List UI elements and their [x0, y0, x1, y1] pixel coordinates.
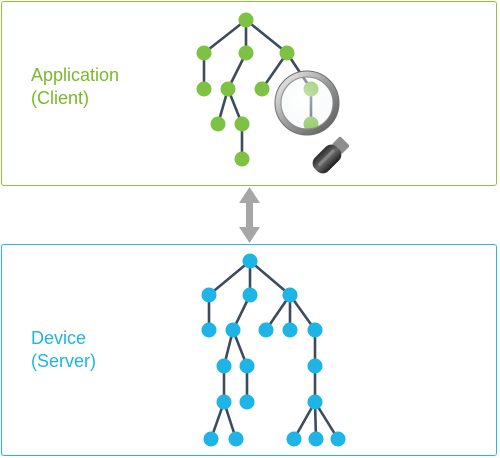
server-label: Device (Server): [31, 327, 96, 373]
server-node: [239, 394, 255, 410]
server-node: [286, 431, 302, 447]
client-node: [234, 116, 250, 132]
client-node: [238, 12, 254, 28]
server-node: [330, 431, 346, 447]
server-node: [282, 322, 298, 338]
server-node: [307, 358, 323, 374]
client-node: [210, 116, 226, 132]
server-node: [216, 358, 232, 374]
client-node: [234, 151, 250, 167]
server-tree-edges: [207, 259, 340, 441]
server-tree: [201, 253, 346, 447]
server-node: [242, 287, 258, 303]
server-node: [228, 431, 244, 447]
server-node: [258, 322, 274, 338]
server-node: [201, 322, 217, 338]
server-node: [308, 431, 324, 447]
server-node: [225, 322, 241, 338]
client-node: [196, 81, 212, 97]
server-node: [282, 287, 298, 303]
server-node: [201, 287, 217, 303]
server-node: [307, 394, 323, 410]
server-tree-nodes: [201, 253, 346, 447]
client-panel: Application (Client): [1, 1, 497, 186]
client-node: [238, 45, 254, 61]
server-label-line2: (Server): [31, 351, 97, 371]
client-node: [254, 81, 270, 97]
server-node: [307, 322, 323, 338]
server-node: [203, 431, 219, 447]
server-node: [216, 394, 232, 410]
client-node: [220, 81, 236, 97]
server-label-line1: Device: [31, 328, 87, 348]
double-arrow-icon: [239, 187, 260, 243]
client-node: [279, 45, 295, 61]
server-node: [239, 358, 255, 374]
client-label: Application (Client): [31, 64, 119, 110]
client-label-line1: Application: [31, 65, 120, 85]
client-node: [196, 45, 212, 61]
server-node: [242, 253, 258, 269]
server-panel: Device (Server): [1, 244, 497, 456]
client-label-line2: (Client): [31, 88, 90, 108]
magnifier-icon: [274, 70, 350, 174]
